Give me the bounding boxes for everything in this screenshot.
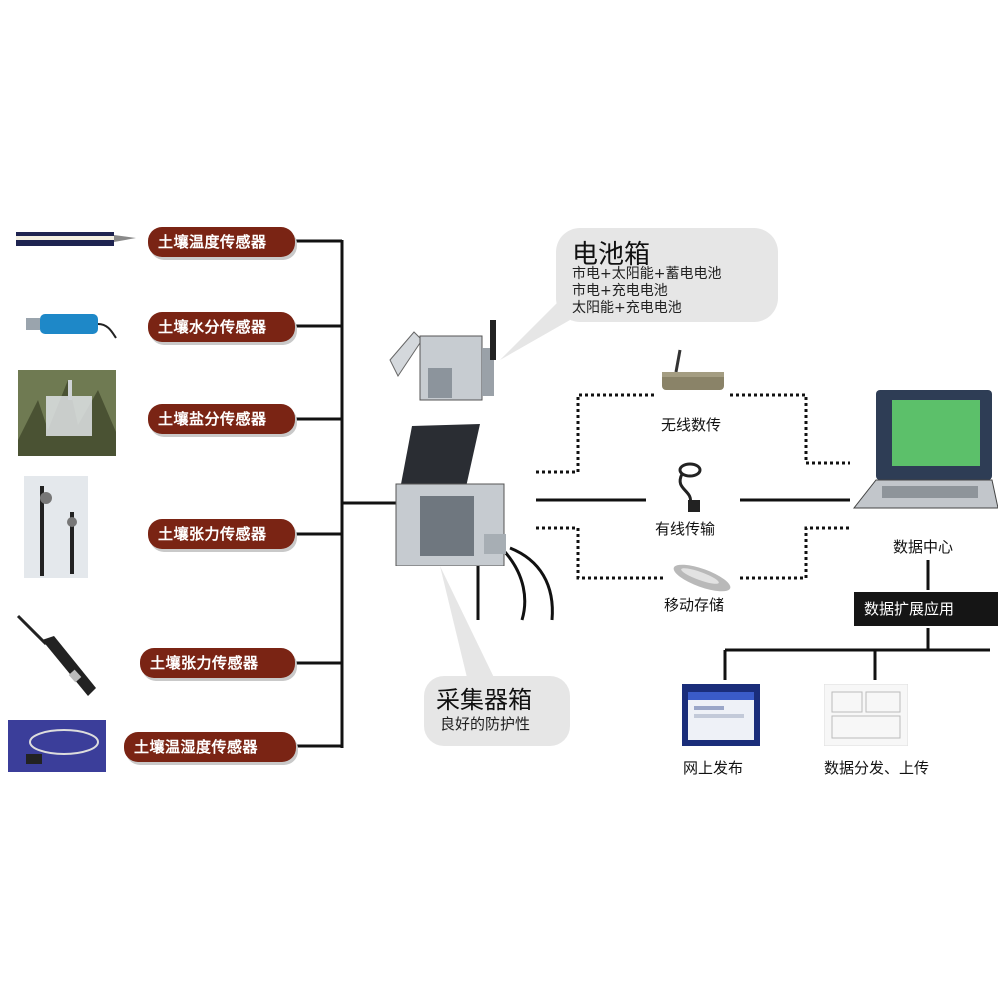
storage-stick-icon <box>668 560 738 594</box>
sensor-label-1: 土壤温度传感器 <box>148 227 295 257</box>
data-center-label: 数据中心 <box>893 538 954 556</box>
sensor-label-4: 土壤张力传感器 <box>148 519 295 549</box>
cable-sensor-icon <box>8 720 106 772</box>
web-page-icon <box>682 684 760 746</box>
collector-box-bubble <box>424 676 570 746</box>
blue-probe-icon <box>22 304 118 344</box>
battery-box-line-3: 太阳能+充电电池 <box>572 300 682 316</box>
collector-box-device <box>394 416 510 566</box>
sensor-label-3: 土壤盐分传感器 <box>148 404 295 434</box>
data-extension-box: 数据扩展应用 <box>854 592 998 626</box>
router-icon <box>656 346 730 394</box>
laptop-icon <box>852 388 998 514</box>
tensiometer-icon <box>24 476 88 578</box>
wired-label: 有线传输 <box>655 520 716 538</box>
probe-stick-icon <box>14 226 138 252</box>
web-publish-label: 网上发布 <box>683 759 744 777</box>
collector-box-title: 采集器箱 <box>436 686 532 714</box>
wireless-label: 无线数传 <box>661 416 722 434</box>
sensor-label-5: 土壤张力传感器 <box>140 648 295 678</box>
mobile-storage-label: 移动存储 <box>664 596 725 614</box>
usb-cable-icon <box>664 460 714 514</box>
collector-box-subtitle: 良好的防护性 <box>440 715 531 733</box>
battery-box-title: 电池箱 <box>572 240 651 270</box>
sensor-label-6: 土壤温湿度传感器 <box>124 732 296 762</box>
sensor-label-2: 土壤水分传感器 <box>148 312 295 342</box>
data-distribute-label: 数据分发、上传 <box>824 759 930 777</box>
floorplan-icon <box>824 684 908 746</box>
battery-box-device <box>386 318 510 412</box>
field-photo-icon <box>18 370 116 456</box>
battery-box-bubble <box>556 228 778 322</box>
battery-box-line-2: 市电+充电电池 <box>572 283 668 299</box>
pen-probe-icon <box>12 610 98 700</box>
battery-box-line-1: 市电+太阳能+蓄电电池 <box>572 266 722 282</box>
